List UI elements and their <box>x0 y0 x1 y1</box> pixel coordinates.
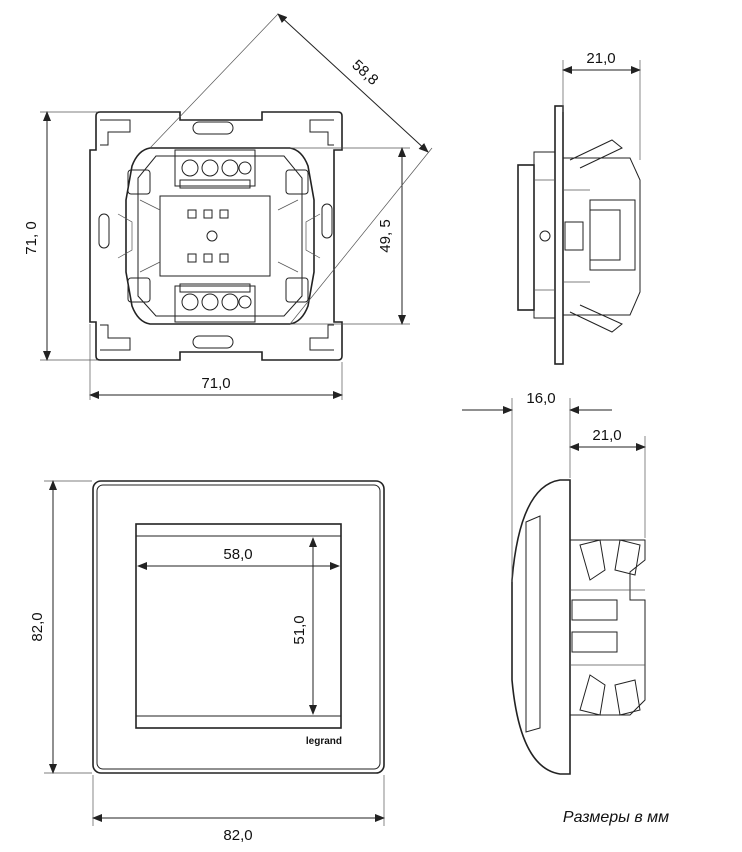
dim-mech-height: 71, 0 <box>23 111 98 361</box>
dim-frame-width: 82,0 <box>92 775 385 844</box>
mechanism-front-view <box>89 111 343 361</box>
dim-label-frame-profile-depth: 16,0 <box>526 390 555 407</box>
dim-label-side-depth: 21,0 <box>586 50 615 67</box>
dim-mech-inner-height: 49, 5 <box>290 147 410 325</box>
dim-frame-opening-height: 51,0 <box>291 537 317 715</box>
dim-frame-side-depth: 21,0 <box>569 427 646 538</box>
frame-side-view <box>511 479 646 775</box>
dim-label-mech-inner-height: 49, 5 <box>377 219 394 252</box>
dim-label-frame-opening-height: 51,0 <box>291 615 308 644</box>
dim-label-frame-height: 82,0 <box>29 612 46 641</box>
brand-logo: legrand <box>306 736 342 747</box>
dim-label-frame-side-depth: 21,0 <box>592 427 621 444</box>
dim-label-frame-opening-width: 58,0 <box>223 546 252 563</box>
frame-front-view: legrand <box>92 480 385 774</box>
dim-label-frame-width: 82,0 <box>223 827 252 844</box>
dim-label-mech-width: 71,0 <box>201 375 230 392</box>
dim-frame-profile-depth: 16,0 <box>462 390 612 582</box>
mechanism-side-view <box>517 105 641 365</box>
dim-label-mech-height: 71, 0 <box>23 221 40 254</box>
units-caption: Размеры в мм <box>563 809 669 826</box>
dim-mech-width: 71,0 <box>89 324 343 400</box>
dim-mech-diagonal: 58,8 <box>149 13 433 325</box>
dim-frame-height: 82,0 <box>29 480 92 774</box>
dim-frame-opening-width: 58,0 <box>137 546 340 570</box>
dim-side-depth: 21,0 <box>562 50 641 160</box>
